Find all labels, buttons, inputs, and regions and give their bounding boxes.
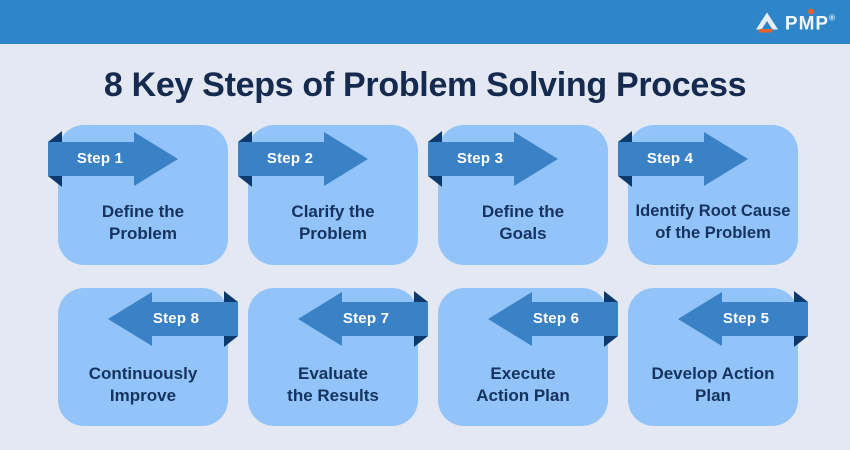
- step-label: Step 6: [532, 310, 580, 327]
- left-arrow-icon: [488, 292, 618, 346]
- right-arrow-icon: [618, 132, 748, 186]
- description-line: the Results: [287, 386, 379, 405]
- brand-logo: PMP®: [754, 8, 836, 35]
- brand-text: PMP: [784, 13, 830, 35]
- mountain-logo-icon: [755, 12, 778, 32]
- step-label: Step 4: [646, 150, 694, 167]
- page-title: 8 Key Steps of Problem Solving Process: [103, 66, 747, 104]
- step-ribbon: Step 6: [478, 290, 618, 348]
- registered-mark: ®: [829, 13, 836, 23]
- step-ribbon: Step 7: [288, 290, 428, 348]
- description-line: Continuously: [88, 363, 198, 383]
- description-line: Evaluate: [298, 363, 368, 383]
- description-line: Define the: [101, 201, 185, 221]
- description-line: Define the: [481, 201, 565, 221]
- right-arrow-icon: [48, 132, 178, 186]
- step-ribbon: Step 1: [48, 130, 188, 188]
- left-arrow-icon: [298, 292, 428, 346]
- step-label: Step 7: [342, 310, 390, 327]
- description-line: Execute: [490, 363, 556, 383]
- brand-wordmark: PMP®: [784, 8, 836, 35]
- description-line: Identify Root Cause: [635, 202, 791, 221]
- description-line: Plan: [695, 386, 731, 405]
- step-card-7: Step 7 Evaluate the Results: [248, 288, 428, 426]
- step-ribbon: Step 3: [428, 130, 568, 188]
- right-arrow-icon: [238, 132, 368, 186]
- step-label: Step 3: [456, 150, 504, 167]
- left-arrow-icon: [108, 292, 238, 346]
- description-line: Improve: [109, 386, 177, 405]
- description-line: Problem: [298, 224, 367, 243]
- description-line: of the Problem: [655, 224, 771, 242]
- description-line: Action Plan: [476, 386, 570, 405]
- step-ribbon: Step 2: [238, 130, 378, 188]
- step-ribbon: Step 8: [98, 290, 238, 348]
- description-line: Clarify the: [291, 201, 375, 221]
- step-label: Step 1: [76, 150, 124, 167]
- step-description: Evaluate the Results: [252, 346, 414, 424]
- top-bar: PMP®: [0, 0, 850, 44]
- description-line: Problem: [108, 224, 178, 243]
- logo-dot-icon: [808, 8, 815, 15]
- step-label: Step 2: [266, 150, 314, 167]
- step-description: Identify Root Cause of the Problem: [632, 183, 794, 263]
- right-arrow-icon: [428, 132, 558, 186]
- step-label: Step 8: [152, 310, 200, 327]
- description-line: Goals: [499, 224, 547, 243]
- step-label: Step 5: [722, 310, 770, 327]
- description-line: Develop Action: [651, 363, 775, 383]
- left-arrow-icon: [678, 292, 808, 346]
- step-card-4: Step 4 Identify Root Cause of the Problem: [618, 125, 798, 265]
- step-ribbon: Step 4: [618, 130, 758, 188]
- step-ribbon: Step 5: [668, 290, 808, 348]
